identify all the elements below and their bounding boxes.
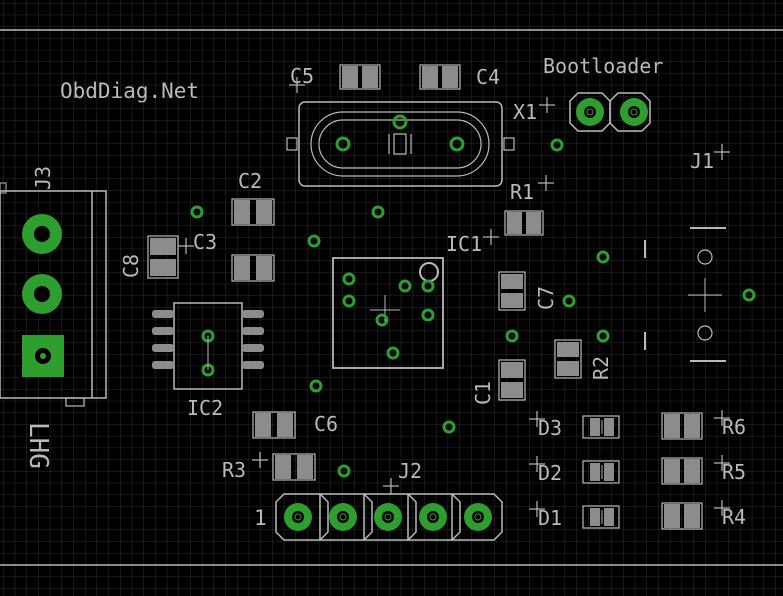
connector-j2[interactable]: J2 1 xyxy=(254,459,503,541)
resistor-r6[interactable]: R6 xyxy=(661,410,746,440)
resistor-r2[interactable]: R2 xyxy=(554,339,613,380)
label-c3: C3 xyxy=(193,230,217,254)
resistor-r4[interactable]: R4 xyxy=(661,500,746,530)
label-r3: R3 xyxy=(222,458,246,482)
ic-ic1[interactable]: IC1 xyxy=(332,229,499,369)
led-d3[interactable]: D3 xyxy=(529,411,620,440)
label-c7: C7 xyxy=(534,286,558,310)
label-c8: C8 xyxy=(119,254,143,278)
resistor-r5[interactable]: R5 xyxy=(661,455,746,485)
connector-j3[interactable]: J3 xyxy=(0,166,107,407)
label-c4: C4 xyxy=(476,65,500,89)
label-d1: D1 xyxy=(538,506,562,530)
label-r6: R6 xyxy=(722,415,746,439)
connector-j1[interactable]: J1 xyxy=(644,144,730,362)
capacitor-c5[interactable]: C5 xyxy=(289,64,381,93)
label-d3: D3 xyxy=(538,416,562,440)
label-bootloader: Bootloader xyxy=(543,54,663,78)
capacitor-c3[interactable]: C3 xyxy=(178,230,275,282)
label-r2: R2 xyxy=(589,356,613,380)
capacitor-c6[interactable]: C6 xyxy=(252,411,338,439)
capacitor-c7[interactable]: C7 xyxy=(498,271,558,311)
ic-ic2[interactable]: IC2 xyxy=(152,302,264,420)
label-r5: R5 xyxy=(722,460,746,484)
capacitor-c1[interactable]: C1 xyxy=(471,359,526,405)
crystal-x1[interactable]: X1 xyxy=(286,97,555,187)
resistor-r3[interactable]: R3 xyxy=(222,452,316,482)
label-ic1: IC1 xyxy=(446,232,482,256)
label-r4: R4 xyxy=(722,505,746,529)
label-ic2: IC2 xyxy=(187,396,223,420)
label-r1: R1 xyxy=(510,180,534,204)
label-d2: D2 xyxy=(538,461,562,485)
capacitor-c4[interactable]: C4 xyxy=(419,64,500,90)
led-d1[interactable]: D1 xyxy=(529,501,620,530)
led-d2[interactable]: D2 xyxy=(529,456,620,485)
capacitor-c8[interactable]: C8 xyxy=(119,235,179,279)
label-lhg: LHG xyxy=(23,422,53,469)
label-c6: C6 xyxy=(314,412,338,436)
label-pin1: 1 xyxy=(254,506,267,530)
label-c1: C1 xyxy=(471,381,495,405)
resistor-r1[interactable]: R1 xyxy=(504,175,554,236)
capacitor-c2[interactable]: C2 xyxy=(231,169,275,226)
label-c5: C5 xyxy=(290,64,314,88)
label-c2: C2 xyxy=(238,169,262,193)
label-j3: J3 xyxy=(31,166,55,190)
label-x1: X1 xyxy=(513,100,537,124)
vias xyxy=(190,138,756,478)
label-j1: J1 xyxy=(690,149,714,173)
board-title: ObdDiag.Net xyxy=(60,79,199,103)
bootloader-header[interactable] xyxy=(569,92,651,132)
label-j2: J2 xyxy=(398,459,422,483)
